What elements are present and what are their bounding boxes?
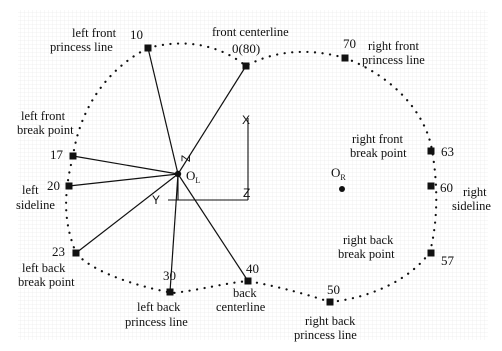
axis-small-mark: Z [179, 155, 193, 162]
point-number-10: 10 [130, 27, 143, 42]
label-left-front-princess-line-2: princess line [50, 40, 113, 54]
point-number-0: 0(80) [232, 41, 260, 56]
point-marker-57 [427, 249, 435, 257]
point-marker-20 [65, 182, 73, 190]
label-back-centerline-1: back [233, 286, 257, 300]
label-left-back-princess-line-1: left back [137, 300, 181, 314]
radial-line-30 [169, 173, 179, 293]
label-left-sideline-2: sideline [16, 198, 55, 212]
body-outline [65, 42, 438, 304]
center-right-label: OR [331, 165, 346, 182]
radial-lines [68, 47, 249, 293]
label-left-back-break-point-1: left back [22, 261, 66, 275]
point-number-50: 50 [327, 282, 340, 297]
point-marker-70 [341, 54, 349, 62]
label-front-centerline: front centerline [212, 25, 289, 39]
point-marker-17 [69, 152, 77, 160]
label-right-sideline-1: right [463, 185, 487, 199]
label-right-back-break-point-2: break point [338, 247, 395, 261]
label-right-back-break-point-1: right back [343, 233, 394, 247]
label-left-back-princess-line-2: princess line [125, 315, 188, 329]
label-left-front-break-point-2: break point [17, 123, 74, 137]
label-left-front-princess-line-1: left front [72, 26, 117, 40]
label-right-front-break-point-1: right front [352, 132, 404, 146]
point-number-30: 30 [163, 268, 176, 283]
axis-x-label: X [242, 113, 250, 127]
point-number-63: 63 [441, 144, 454, 159]
point-number-40: 40 [246, 261, 259, 276]
label-left-front-break-point-1: left front [21, 109, 66, 123]
label-right-front-break-point-2: break point [350, 146, 407, 160]
label-right-front-princess-line-2: princess line [362, 53, 425, 67]
point-markers [65, 44, 435, 306]
label-right-sideline-2: sideline [452, 199, 491, 213]
axis-z-label: Z [243, 186, 250, 200]
point-number-20: 20 [47, 178, 60, 193]
radial-line-0 [177, 65, 247, 175]
point-marker-60 [427, 182, 435, 190]
radial-line-40 [177, 173, 249, 282]
label-right-front-princess-line-1: right front [368, 39, 420, 53]
label-back-centerline-2: centerline [216, 300, 266, 314]
point-number-23: 23 [52, 244, 65, 259]
point-marker-23 [72, 249, 80, 257]
grid-background [18, 10, 488, 340]
radial-line-23 [75, 173, 179, 254]
point-number-17: 17 [50, 147, 64, 162]
radial-line-20 [68, 173, 179, 187]
center-left-label: OL [186, 168, 200, 185]
coordinate-axes [168, 118, 249, 201]
point-marker-10 [144, 44, 152, 52]
point-marker-30 [166, 288, 174, 296]
point-marker-63 [427, 147, 435, 155]
label-left-sideline-1: left [22, 183, 39, 197]
radial-line-10 [147, 47, 179, 175]
label-right-back-princess-line-1: right back [305, 314, 356, 328]
axis-y-label: Y [152, 193, 160, 207]
point-number-57: 57 [441, 253, 455, 268]
point-marker-0 [242, 62, 250, 70]
label-right-back-princess-line-2: princess line [294, 328, 357, 342]
point-number-60: 60 [440, 180, 453, 195]
label-left-back-break-point-2: break point [18, 275, 75, 289]
radial-line-17 [72, 155, 179, 175]
center-right-point [339, 186, 345, 192]
point-marker-50 [326, 298, 334, 306]
point-marker-40 [244, 277, 252, 285]
center-left-point [174, 170, 182, 178]
point-number-70: 70 [343, 36, 356, 51]
